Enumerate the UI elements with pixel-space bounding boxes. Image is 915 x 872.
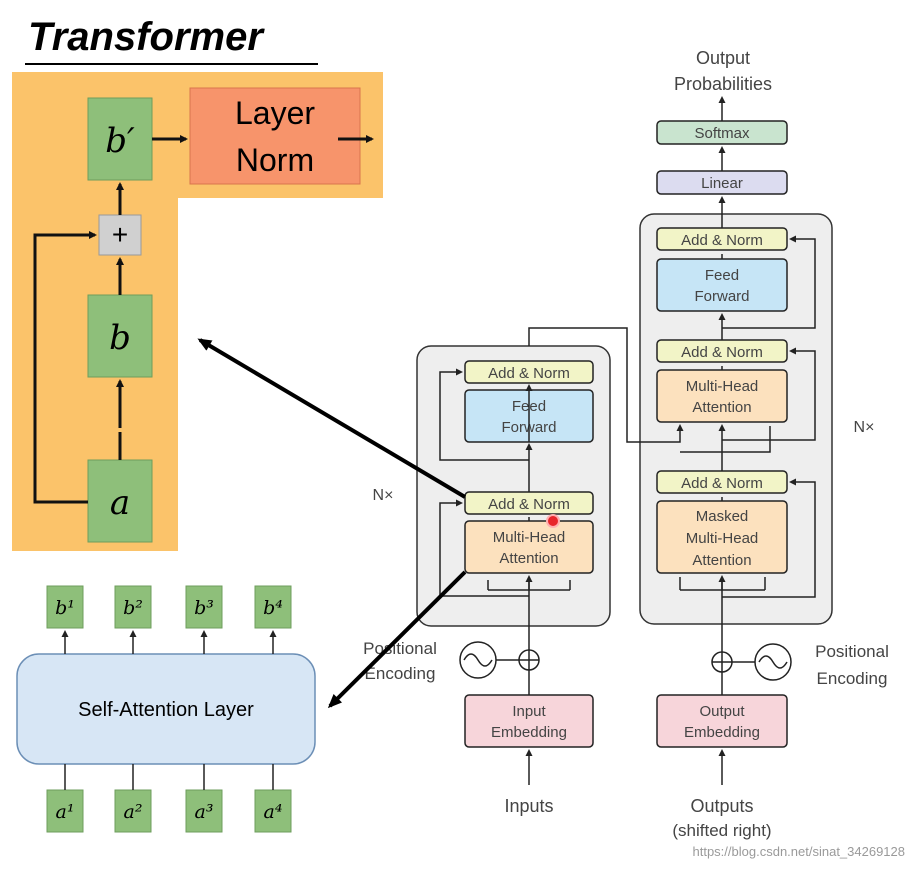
encoder-add-norm-top-label: Add & Norm: [488, 365, 570, 382]
decoder-add-plus: [712, 652, 732, 672]
encoder-positional-line1: Positional: [363, 639, 437, 658]
dec-query-split: [680, 426, 771, 453]
b-label: b: [109, 318, 131, 358]
input-a1-label: a¹: [56, 801, 75, 823]
output-probabilities-line2: Probabilities: [674, 74, 772, 94]
inputs-label: Inputs: [504, 796, 553, 816]
residual-panel-bg: [12, 72, 383, 551]
b-prime-label: b′: [105, 121, 135, 161]
input-a2-box: [114, 789, 152, 833]
b-prime-box: [87, 97, 153, 181]
dec-residual-top: [722, 235, 816, 329]
encoder-add-norm-top: [464, 360, 594, 384]
softmax-label: Softmax: [694, 125, 750, 142]
self-attention-inputs: a¹ a² a³ a⁴: [46, 764, 292, 833]
input-embedding-line1: Input: [512, 703, 546, 720]
outputs-label-line2: (shifted right): [672, 821, 771, 840]
pointer-arrow-to-self-attention: [327, 570, 467, 709]
decoder-sine-path: [758, 655, 788, 669]
layer-norm-line2: Norm: [236, 142, 314, 178]
cursor-dot-icon: [546, 514, 560, 528]
input-a4-box: [254, 789, 292, 833]
input-a3-label: a³: [195, 801, 214, 823]
encoder-mha-line1: Multi-Head: [493, 529, 566, 546]
decoder-add-norm-top: [656, 227, 788, 251]
a-label: a: [110, 483, 130, 523]
output-embedding-line2: Embedding: [684, 724, 760, 741]
outputs-label-line1: Outputs: [690, 796, 753, 816]
output-b2-label: b²: [123, 597, 143, 619]
dec-residual-mid: [722, 347, 816, 441]
decoder-masked-line3: Attention: [692, 552, 751, 569]
encoder-sine-path: [463, 653, 493, 667]
encoder-nx-label: N×: [373, 487, 394, 504]
output-b2-box: [114, 585, 152, 629]
decoder-ff-line2: Forward: [694, 288, 749, 305]
output-b1-box: [46, 585, 84, 629]
encoder-add-norm-bottom-label: Add & Norm: [488, 496, 570, 513]
decoder-ff-line1: Feed: [705, 267, 739, 284]
input-a1-box: [46, 789, 84, 833]
residual-skip-arrow: [33, 231, 97, 504]
self-attention-outputs: b¹ b² b³ b⁴: [46, 585, 292, 654]
output-b1-label: b¹: [55, 597, 75, 619]
decoder-add-norm-top-label: Add & Norm: [681, 232, 763, 249]
layer-norm-box: [189, 87, 361, 185]
self-attention-box: [16, 653, 316, 765]
enc-residual-bottom: [439, 499, 529, 597]
decoder-add-norm-bottom-label: Add & Norm: [681, 475, 763, 492]
linear-label: Linear: [701, 175, 743, 192]
decoder-nx-label: N×: [854, 419, 875, 436]
decoder-positional-line2: Encoding: [817, 669, 888, 688]
output-b3-label: b³: [194, 597, 214, 619]
dec-residual-bottom: [722, 478, 816, 598]
layer-norm-line1: Layer: [235, 95, 315, 131]
encoder-add-plus: [519, 650, 539, 670]
output-probabilities-line1: Output: [696, 48, 750, 68]
enc-residual-top: [439, 368, 529, 461]
self-attention-label: Self-Attention Layer: [78, 699, 254, 721]
encoder-positional-line2: Encoding: [365, 664, 436, 683]
decoder-mha-line1: Multi-Head: [686, 378, 759, 395]
decoder-add-norm-mid-label: Add & Norm: [681, 344, 763, 361]
page-title: Transformer: [28, 15, 265, 59]
input-embedding-line2: Embedding: [491, 724, 567, 741]
encoder-mha-line2: Attention: [499, 550, 558, 567]
decoder-mha-line2: Attention: [692, 399, 751, 416]
output-embedding-line1: Output: [699, 703, 745, 720]
output-b4-label: b⁴: [263, 597, 283, 619]
encoder-to-decoder-arrow: [528, 327, 684, 443]
input-a2-label: a²: [124, 801, 143, 823]
output-b4-box: [254, 585, 292, 629]
decoder-masked-line2: Multi-Head: [686, 530, 759, 547]
pointer-arrow-to-residual: [197, 338, 467, 499]
decoder-positional-line1: Positional: [815, 642, 889, 661]
plus-label: +: [112, 219, 128, 250]
output-b3-box: [185, 585, 223, 629]
decoder-masked-line1: Masked: [696, 508, 749, 525]
watermark-text: https://blog.csdn.net/sinat_34269128: [692, 844, 906, 859]
input-a4-label: a⁴: [264, 801, 283, 823]
